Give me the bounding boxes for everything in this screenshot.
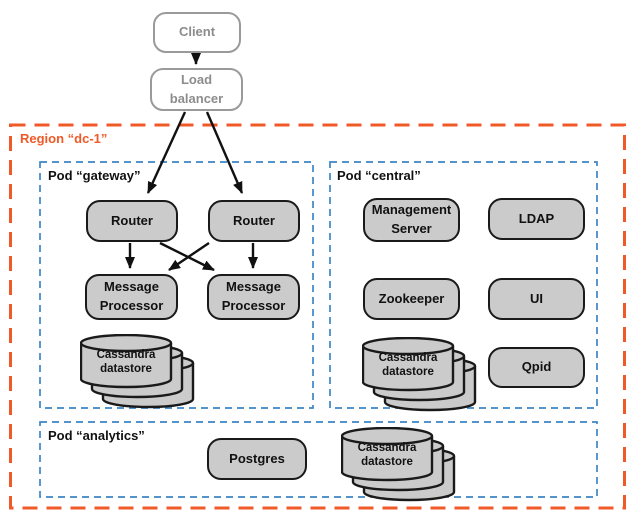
postgres-label: Postgres	[229, 450, 285, 466]
pod-gateway-boundary	[39, 161, 314, 409]
cassandra-gateway-label: Cassandra datastore	[96, 349, 156, 375]
pod-gateway-label: Pod “gateway”	[48, 168, 141, 183]
cassandra-analytics-label: Cassandra datastore	[357, 442, 417, 468]
router-1-label: Router	[111, 212, 153, 228]
management-server-node: Management Server	[363, 198, 460, 242]
pod-central-label: Pod “central”	[337, 168, 421, 183]
client-label: Client	[178, 24, 216, 40]
router-1-node: Router	[86, 200, 178, 242]
load-balancer-node: Load balancer	[150, 68, 243, 111]
region-label: Region “dc-1”	[20, 131, 108, 146]
cassandra-central-label: Cassandra datastore	[378, 352, 438, 378]
arrow-loadbalancer-to-router1	[146, 111, 187, 194]
ui-label: UI	[530, 290, 543, 306]
client-node: Client	[153, 12, 241, 53]
arrow-loadbalancer-to-router2	[205, 111, 244, 194]
pod-analytics-boundary	[39, 421, 598, 498]
pod-analytics-label: Pod “analytics”	[48, 428, 145, 443]
arrow-router2-to-mp1	[168, 242, 210, 271]
message-processor-2-label: Message Processor	[221, 279, 286, 313]
region-boundary	[9, 123, 626, 510]
message-processor-1-node: Message Processor	[85, 274, 178, 320]
message-processor-1-label: Message Processor	[99, 279, 164, 313]
zookeeper-label: Zookeeper	[378, 290, 445, 306]
qpid-node: Qpid	[488, 347, 585, 388]
router-2-node: Router	[208, 200, 300, 242]
message-processor-2-node: Message Processor	[207, 274, 300, 320]
router-2-label: Router	[233, 212, 275, 228]
qpid-label: Qpid	[521, 359, 552, 375]
management-server-label: Management Server	[371, 202, 452, 236]
ldap-label: LDAP	[518, 210, 555, 226]
zookeeper-node: Zookeeper	[363, 278, 460, 320]
postgres-node: Postgres	[207, 438, 307, 480]
load-balancer-label: Load balancer	[169, 71, 224, 106]
ui-node: UI	[488, 278, 585, 320]
pod-central-boundary	[329, 161, 598, 409]
ldap-node: LDAP	[488, 198, 585, 240]
